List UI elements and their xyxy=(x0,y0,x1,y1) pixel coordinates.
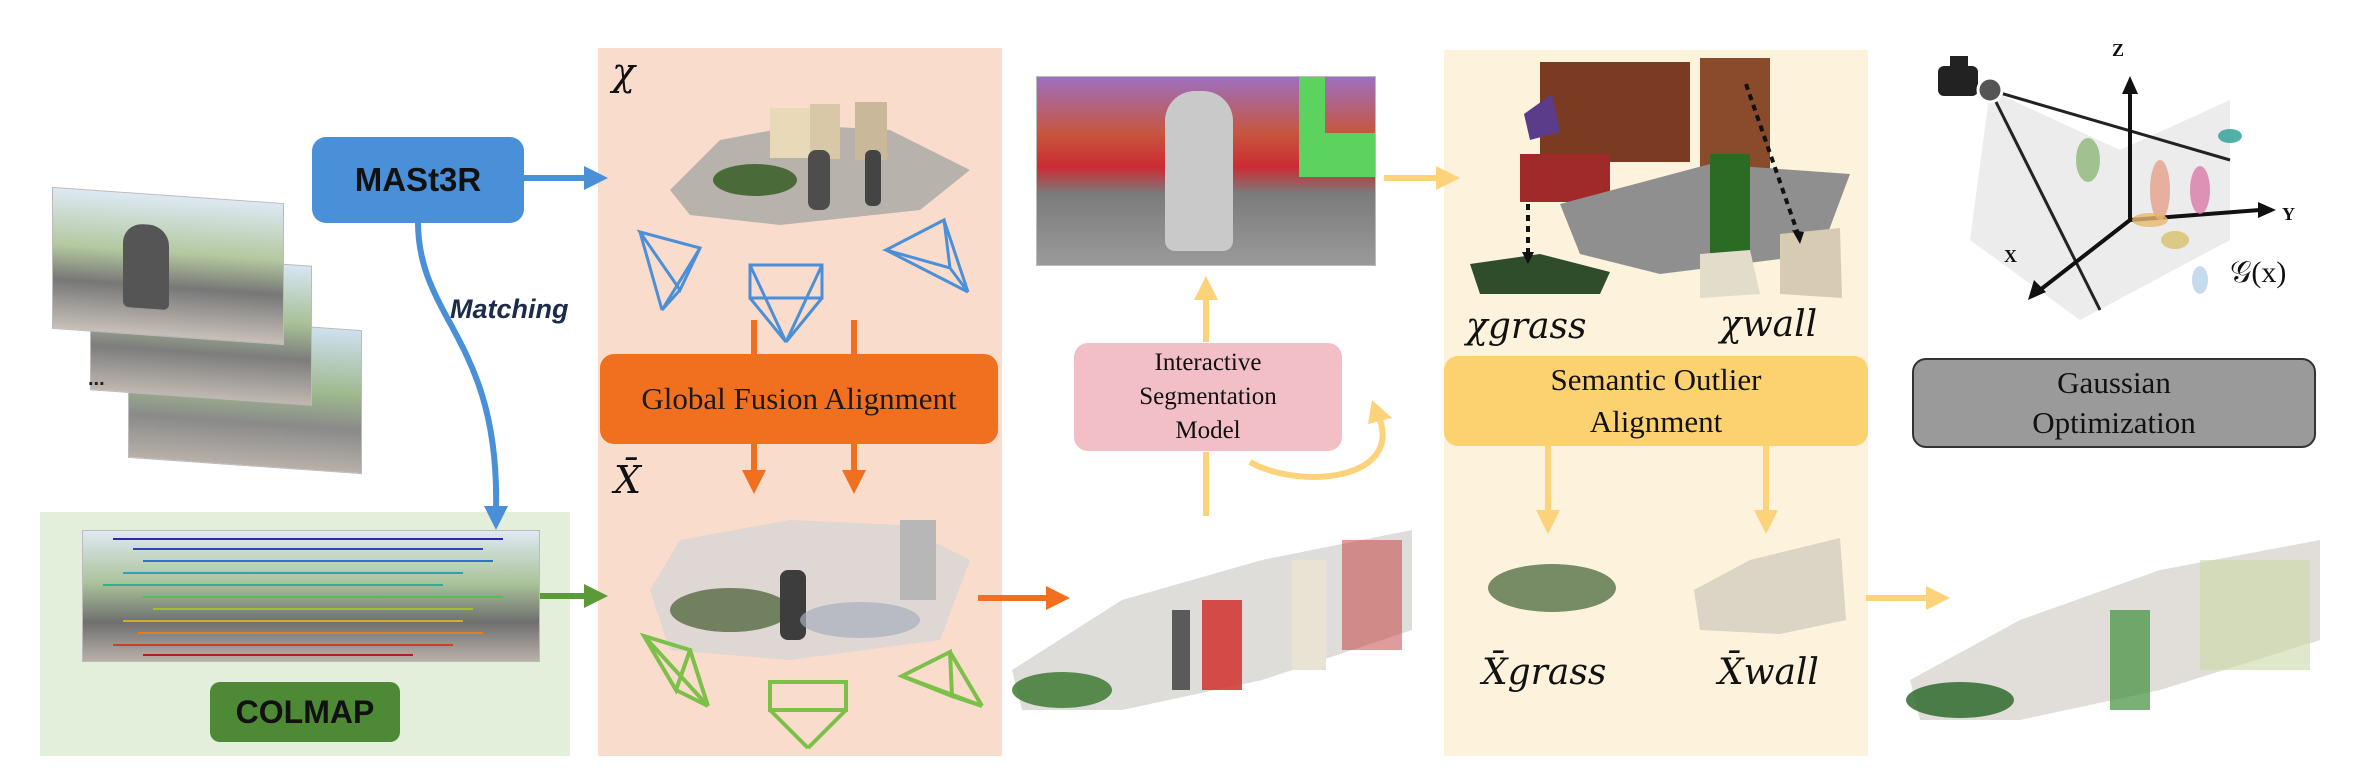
arrow-mast3r-to-chi xyxy=(524,166,608,190)
axis-label-x: X xyxy=(2004,246,2017,266)
pointcloud-final xyxy=(1900,530,2330,730)
pointcloud-grass xyxy=(1482,552,1622,622)
arrow-semantic-to-final xyxy=(1866,586,1950,610)
gaussian-optimization-box: Gaussian Optimization xyxy=(1912,358,2316,448)
arrow-colmap-to-xbar xyxy=(540,584,608,608)
x-bar-wall-symbol: X̄wall xyxy=(1718,652,1819,693)
more-images-ellipsis: ... xyxy=(88,368,105,390)
x-bar-symbol: X̄ xyxy=(614,458,642,502)
colmap-label: COLMAP xyxy=(235,693,375,730)
grass-mask xyxy=(1299,133,1375,177)
feature-match-lines xyxy=(103,538,503,656)
segmented-image xyxy=(1036,76,1376,266)
interactive-seg-box: Interactive Segmentation Model xyxy=(1074,343,1342,451)
arrow-image-to-semantic xyxy=(1384,166,1460,190)
arrow-xbar-to-mid xyxy=(978,586,1070,610)
chi-grass-symbol: χgrass xyxy=(1466,306,1587,347)
colmap-box: COLMAP xyxy=(210,682,400,742)
interactive-seg-label: Interactive Segmentation Model xyxy=(1139,349,1277,444)
chi-wall-symbol: χwall xyxy=(1720,304,1818,345)
pointmap-semantic xyxy=(1460,54,1860,304)
arrows-fusion-in xyxy=(751,320,857,354)
x-bar-grass-symbol: X̄grass xyxy=(1482,652,1607,693)
arrow-loop xyxy=(1248,400,1392,480)
gaussian-axes-figure xyxy=(1930,40,2320,330)
axis-label-y: Y xyxy=(2282,204,2295,224)
gaussian-function-label: 𝒢(x) xyxy=(2230,256,2287,289)
axis-label-z: Z xyxy=(2112,40,2125,60)
pointcloud-wall xyxy=(1690,530,1850,640)
global-fusion-box: Global Fusion Alignment xyxy=(600,354,998,444)
pointcloud-mid xyxy=(1002,520,1422,720)
pointcloud-x-bar xyxy=(640,500,980,670)
pointmap-chi xyxy=(660,100,990,230)
mast3r-label: MASt3R xyxy=(354,161,482,198)
colmap-matches-image xyxy=(82,530,540,662)
statue-center xyxy=(1165,91,1233,251)
global-fusion-label: Global Fusion Alignment xyxy=(641,381,957,416)
arrows-fusion-out xyxy=(742,444,866,494)
arrow-interactive-to-image xyxy=(1194,276,1218,342)
gaussian-optimization-label: Gaussian Optimization xyxy=(2032,364,2196,440)
semantic-outlier-box: Semantic Outlier Alignment xyxy=(1444,356,1868,446)
arrow-matching xyxy=(415,221,508,530)
wall-mask xyxy=(1299,77,1325,137)
chi-symbol: χ xyxy=(612,50,636,94)
semantic-outlier-label: Semantic Outlier Alignment xyxy=(1550,362,1762,439)
arrows-semantic-out xyxy=(1536,446,1778,534)
matching-label: Matching xyxy=(450,294,569,324)
mast3r-box: MASt3R xyxy=(312,137,524,223)
